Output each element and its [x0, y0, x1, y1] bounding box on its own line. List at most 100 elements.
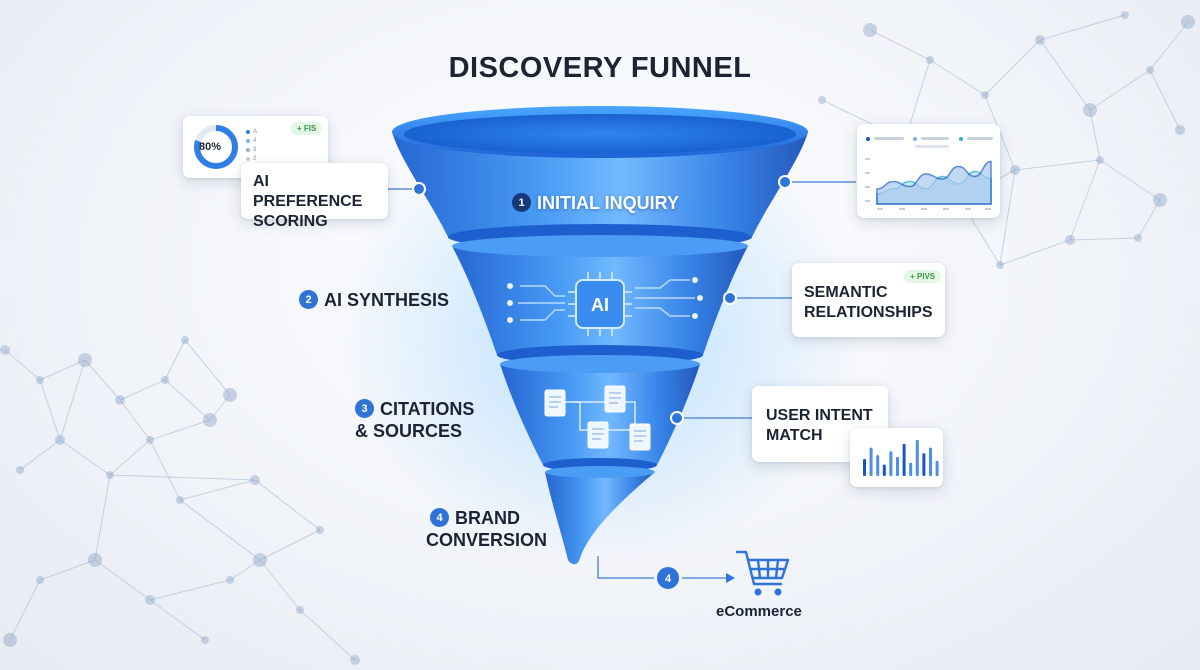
- network-edge: [149, 579, 231, 601]
- network-edge: [254, 479, 321, 531]
- network-edge: [179, 499, 261, 561]
- network-node: [1175, 125, 1185, 135]
- sparkline-bar: [869, 447, 873, 476]
- stage-2-badge: 2: [299, 290, 318, 309]
- network-edge: [1039, 39, 1091, 111]
- funnel-rim-3a: [500, 355, 700, 373]
- network-edge: [1149, 69, 1181, 131]
- network-node: [250, 475, 260, 485]
- funnel-rim-4: [545, 466, 655, 478]
- network-edge: [4, 349, 41, 381]
- sparkline-bar: [882, 464, 886, 476]
- funnel-spout: [545, 472, 655, 565]
- chip-label: AI: [591, 295, 609, 315]
- network-edge: [39, 359, 86, 381]
- network-edge: [869, 29, 931, 61]
- score-legend-dot: [246, 156, 250, 161]
- network-node: [0, 345, 10, 355]
- network-edge: [1089, 69, 1151, 111]
- user-intent-line2: MATCH: [766, 427, 823, 444]
- network-edge: [119, 379, 166, 401]
- network-edge: [149, 439, 181, 501]
- connector-dots: [412, 175, 792, 425]
- stage-3-line1: CITATIONS: [380, 399, 475, 419]
- network-edge: [1039, 14, 1126, 41]
- network-edge: [39, 379, 61, 441]
- network-edge: [119, 399, 151, 441]
- funnel-rim-2a: [452, 235, 748, 257]
- ai-preference-line2: SCORING: [253, 213, 328, 230]
- stage-3-badge: 3: [355, 399, 374, 418]
- network-edge: [59, 439, 111, 476]
- network-node: [36, 376, 44, 384]
- sparkline-bar: [876, 455, 880, 476]
- network-node: [146, 436, 154, 444]
- network-node: [996, 261, 1004, 269]
- sparkline-bar: [902, 443, 906, 476]
- sparkline-bar: [896, 457, 899, 476]
- network-edge: [84, 359, 121, 401]
- network-edge: [94, 474, 111, 561]
- processor-chip-icon: AI: [568, 272, 632, 336]
- score-percent: 80%: [199, 141, 222, 153]
- semantic-pill: + PIVS: [904, 270, 942, 283]
- network-node: [1065, 235, 1075, 245]
- circuit-lines: [518, 279, 695, 321]
- network-node: [55, 435, 65, 445]
- network-node: [1134, 234, 1142, 242]
- network-edge: [109, 439, 151, 476]
- conversion-step-badge: [657, 567, 679, 589]
- sparkline-bar: [909, 462, 913, 476]
- bar-chart-icon: [863, 440, 939, 476]
- stage-4-label: 4 BRAND CONVERSION: [426, 507, 547, 551]
- network-edge: [179, 479, 256, 501]
- stage-4-line2: CONVERSION: [426, 530, 548, 550]
- sparkline-bar: [929, 447, 932, 476]
- network-node: [161, 376, 169, 384]
- network-edge: [164, 339, 186, 381]
- network-edge: [94, 559, 151, 601]
- stage-2-text: AI SYNTHESIS: [324, 290, 450, 310]
- line-chart-icon: [865, 137, 993, 210]
- stage-1-text: INITIAL INQUIRY: [537, 193, 680, 213]
- user-intent-line1: USER INTENT: [766, 407, 873, 424]
- score-legend-text: 2: [253, 155, 257, 162]
- network-node: [863, 23, 877, 37]
- stage-3-line2: & SOURCES: [355, 421, 463, 441]
- network-node: [1010, 165, 1020, 175]
- score-legend-item: 2: [246, 154, 276, 163]
- network-node: [253, 553, 267, 567]
- stage-4-text: BRAND CONVERSION: [426, 507, 547, 551]
- score-legend-dot: [246, 129, 250, 134]
- score-legend-dot: [246, 147, 250, 152]
- network-node: [1083, 103, 1097, 117]
- network-node: [818, 96, 826, 104]
- network-edge: [929, 59, 986, 96]
- network-node: [3, 633, 17, 647]
- network-node: [926, 56, 934, 64]
- bar-chart-card: [850, 428, 943, 487]
- network-node: [1153, 193, 1167, 207]
- network-node: [201, 636, 209, 644]
- network-edge: [149, 419, 211, 441]
- network-node: [16, 466, 24, 474]
- network-node: [1181, 15, 1195, 29]
- network-edge: [1069, 159, 1101, 241]
- network-edge: [259, 529, 321, 561]
- network-node: [1096, 156, 1104, 164]
- stage-4-badge: 4: [430, 508, 449, 527]
- network-edge: [259, 559, 301, 611]
- network-node: [145, 595, 155, 605]
- network-node: [223, 388, 237, 402]
- network-node: [1146, 66, 1154, 74]
- document-icon: [544, 385, 651, 451]
- network-edge: [109, 474, 256, 481]
- circuit-nodes: [507, 277, 703, 323]
- score-legend-item: A: [246, 127, 276, 136]
- score-legend-item: 3: [246, 145, 276, 154]
- network-edge: [999, 239, 1071, 266]
- sparkline-bar: [935, 460, 939, 476]
- network-node: [296, 606, 304, 614]
- network-edge: [149, 599, 206, 641]
